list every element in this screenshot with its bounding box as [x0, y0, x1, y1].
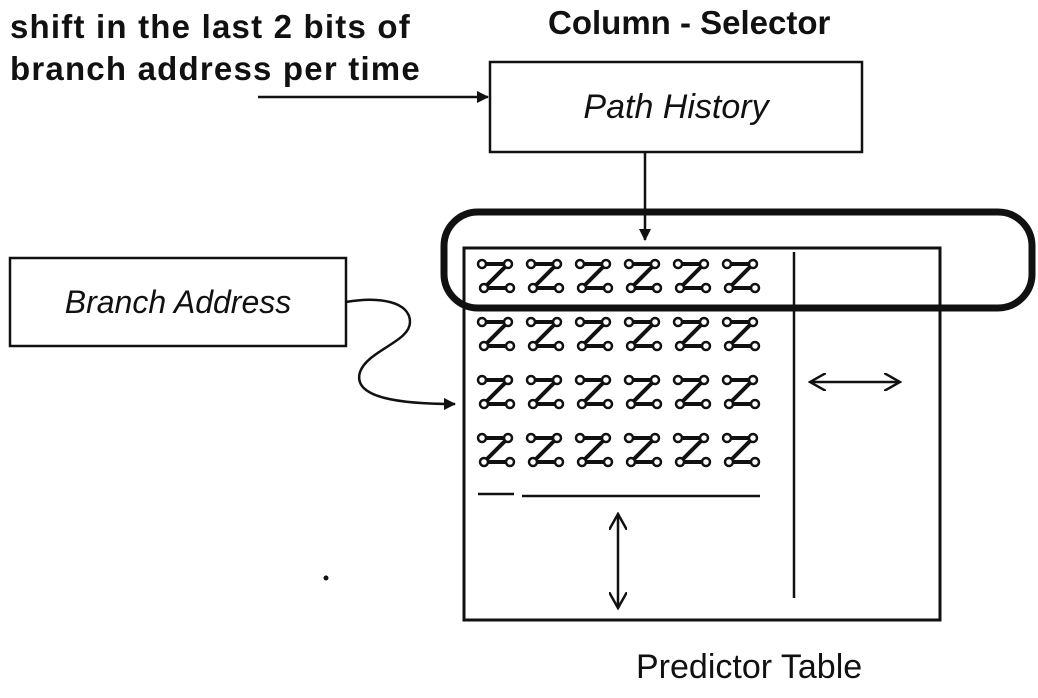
stray-dot: [323, 575, 329, 581]
predictor-cell: [574, 374, 614, 410]
predictor-cell: [672, 432, 712, 468]
predictor-cell: [623, 316, 663, 352]
shift-note-line1: shift in the last 2 bits of: [10, 8, 411, 45]
predictor-cell: [525, 374, 565, 410]
predictor-cell: [623, 258, 663, 294]
predictor-cell: [476, 432, 516, 468]
predictor-cell: [721, 316, 761, 352]
predictor-cell: [476, 258, 516, 294]
predictor-cell: [721, 374, 761, 410]
predictor-cell: [721, 258, 761, 294]
predictor-cell: [672, 316, 712, 352]
predictor-cell: [672, 374, 712, 410]
branch-address-arrow: [345, 298, 456, 410]
predictor-table-label: Predictor Table: [636, 648, 863, 686]
path-history-label: Path History: [583, 87, 769, 126]
predictor-cell: [623, 374, 663, 410]
predictor-cells: [476, 258, 761, 468]
shift-note: shift in the last 2 bits of branch addre…: [10, 6, 421, 90]
shift-note-line2: branch address per time: [10, 50, 421, 87]
predictor-table-box: [462, 246, 942, 622]
predictor-cell: [623, 432, 663, 468]
predictor-cell: [574, 316, 614, 352]
predictor-cell: [574, 432, 614, 468]
predictor-cell: [721, 432, 761, 468]
column-selector-label: Column - Selector: [548, 4, 831, 41]
column-selector-highlight: [440, 208, 1036, 312]
predictor-cell: [525, 432, 565, 468]
predictor-cell: [574, 258, 614, 294]
predictor-cell: [525, 316, 565, 352]
predictor-cell: [672, 258, 712, 294]
predictor-cell: [476, 374, 516, 410]
predictor-cell: [476, 316, 516, 352]
path-history-box: [488, 60, 864, 154]
branch-address-label: Branch Address: [64, 283, 292, 320]
predictor-cell: [525, 258, 565, 294]
